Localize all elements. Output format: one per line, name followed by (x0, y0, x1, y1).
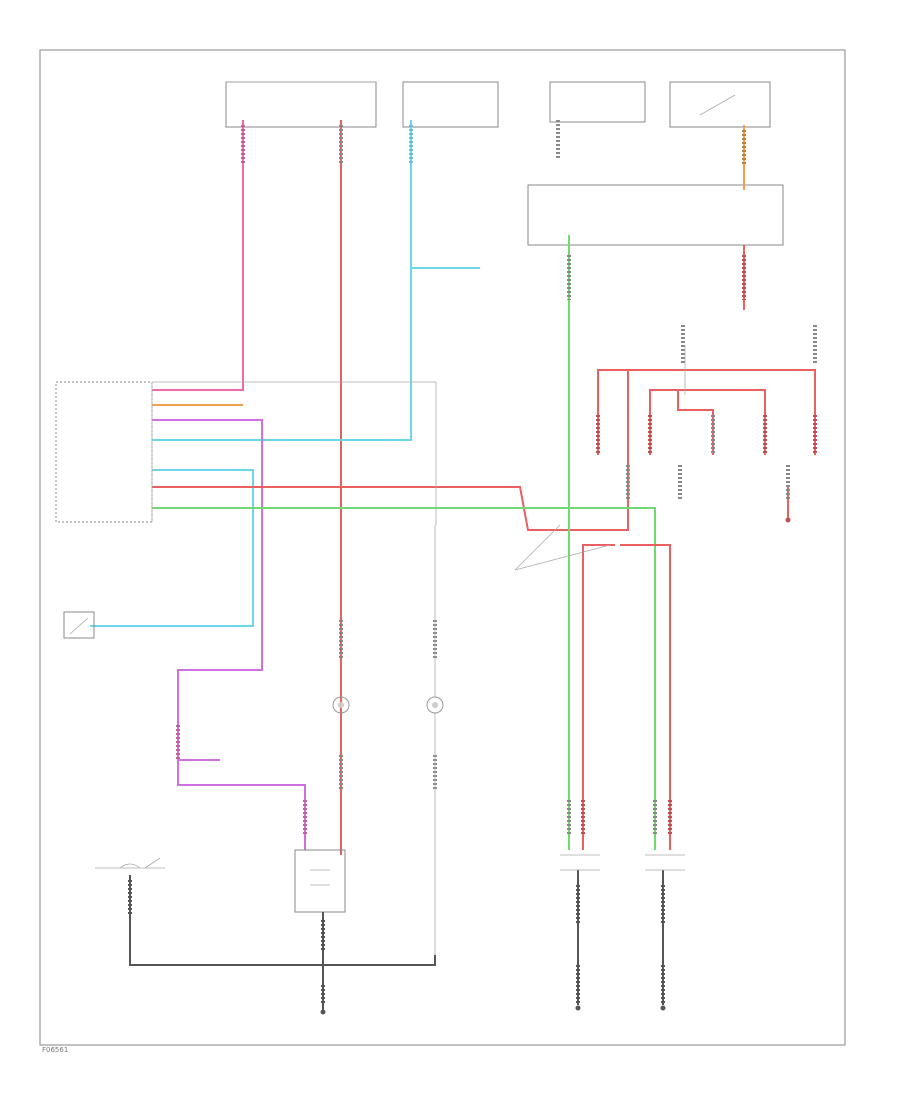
relay-module-box (527, 184, 784, 246)
red-lower-left (582, 544, 615, 850)
module-left (55, 381, 437, 525)
ground-terminals (320, 517, 791, 1015)
ground-wire (129, 875, 436, 966)
red-bus-wire (597, 369, 816, 455)
switch-left (63, 611, 95, 639)
module-bottom (294, 849, 346, 913)
bulb-right (426, 696, 444, 714)
magenta-wire (152, 419, 306, 850)
callout-lines (514, 345, 686, 571)
top-fuse-box-2 (402, 81, 499, 128)
pink-wire (152, 120, 244, 391)
top-relay-box-4 (669, 81, 771, 128)
red-bus-branch-2 (677, 390, 714, 455)
cyan-switch-wire (90, 469, 254, 627)
green-horizontal-wire (152, 507, 656, 850)
switch-bottom-left (95, 857, 165, 869)
top-fuse-box-3 (549, 81, 646, 123)
page-code: F06561 (42, 1046, 68, 1054)
diagram-frame (39, 49, 846, 1046)
lamp-right-bottom (645, 854, 685, 871)
lamp-left-bottom (560, 854, 600, 871)
connectors (128, 120, 817, 1005)
cyan-wire (152, 120, 412, 441)
top-fuse-box-1 (225, 81, 377, 128)
red-lower-right (620, 544, 671, 850)
red-bus-branch-1 (649, 389, 766, 455)
red-horizontal-wire (152, 370, 629, 531)
bulb-left (332, 696, 350, 714)
